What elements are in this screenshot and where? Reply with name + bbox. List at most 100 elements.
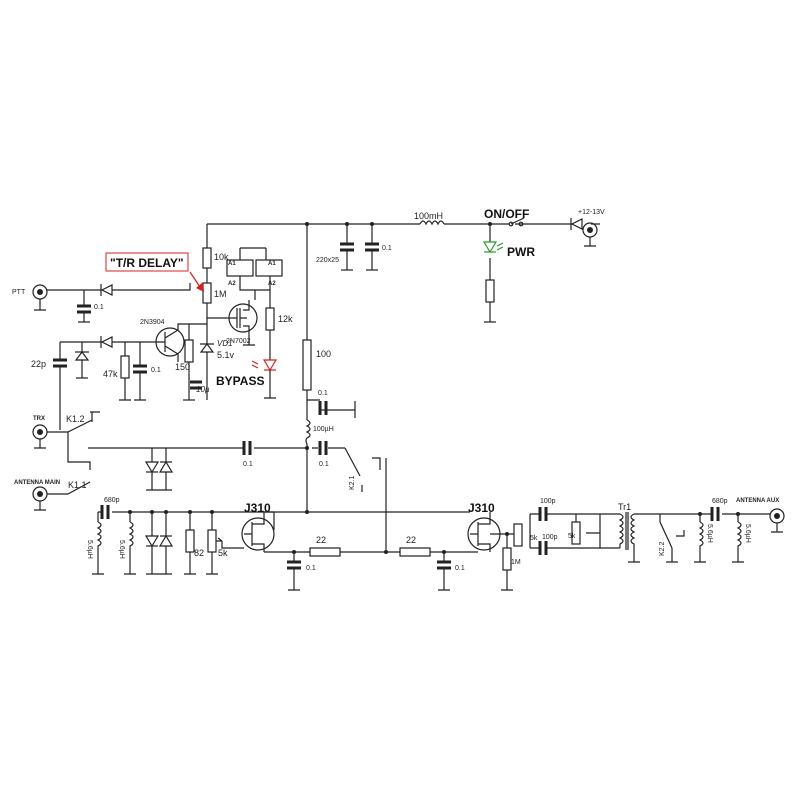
- cap-supply-01: [365, 242, 379, 271]
- cap-22p: [53, 358, 67, 368]
- cap-k21-01: [318, 441, 328, 455]
- tr-delay-box: [105, 252, 189, 272]
- bypass-label: BYPASS: [216, 374, 264, 388]
- pot-5k-b: [571, 521, 581, 545]
- pot-5k-left: [207, 529, 217, 553]
- l-100mh-label: 100mH: [414, 211, 443, 221]
- cap-j1-01: [287, 560, 301, 570]
- bypass-led: [251, 359, 278, 372]
- j310-left-label: J310: [244, 501, 271, 515]
- resistor-1m: [502, 547, 512, 571]
- vd1-value-label: 5.1v: [217, 350, 235, 360]
- k2-2-label: K2.2: [659, 541, 666, 556]
- resistor-100: [302, 339, 312, 391]
- trx-connector: [32, 424, 48, 449]
- cap-47k-01: [133, 364, 147, 374]
- c-01-mid-label: 0.1: [318, 390, 328, 397]
- r-5k-left-label: 5k: [218, 548, 228, 558]
- top-rail: [206, 223, 600, 420]
- c-100p-a-label: 100p: [540, 498, 556, 505]
- supply-diode: [570, 218, 583, 230]
- cap-220x25: [340, 242, 354, 271]
- k2-1-label: K2.1: [349, 475, 356, 490]
- inductor-56uh-4: [732, 521, 744, 563]
- inductor-56uh-2: [124, 521, 136, 575]
- cap-100p-a: [538, 507, 548, 521]
- c-100p-b-label: 100p: [542, 534, 558, 541]
- l-56uh-1-label: 5.6µH: [86, 540, 93, 559]
- supply-label: +12-13V: [578, 209, 605, 216]
- trx-label: TRX: [33, 416, 45, 422]
- c-01-trx-label: 0.1: [243, 461, 253, 468]
- r-5k-a-label: 5k: [530, 535, 538, 542]
- r-5k-b-label: 5k: [568, 533, 576, 540]
- pwr-label: PWR: [507, 245, 535, 259]
- resistor-22-left: [309, 547, 341, 557]
- cap-j2-01: [437, 560, 451, 570]
- c-220x25-label: 220x25: [316, 257, 339, 264]
- transistor-2n3904: [140, 323, 207, 362]
- r-1m-label: 1M: [511, 559, 521, 566]
- c-22p-label: 22p: [31, 359, 46, 369]
- power-switch: [508, 217, 525, 227]
- limiter-diodes-bottom: [144, 534, 174, 548]
- relay-a1-label-1: A1: [228, 261, 236, 267]
- c-01-j1-label: 0.1: [306, 565, 316, 572]
- relay-k2-2: [659, 514, 685, 563]
- r-100-label: 100: [316, 349, 331, 359]
- r-12k-label: 12k: [278, 314, 293, 324]
- r-1m-pot-label: 1M: [214, 289, 227, 299]
- k1-2-label: K1.2: [66, 414, 85, 424]
- c-01-supply-label: 0.1: [382, 245, 392, 252]
- detector-diode: [100, 336, 113, 348]
- inductor-56uh-1: [92, 521, 104, 575]
- c-01-j2-label: 0.1: [455, 565, 465, 572]
- antenna-aux-label: ANTENNA AUX: [736, 498, 779, 504]
- resistor-10k: [202, 247, 212, 269]
- ptt-connector: [32, 284, 48, 311]
- cap-10u: [190, 380, 202, 390]
- cap-680p-right: [710, 507, 720, 521]
- jfet-j310-right: [467, 512, 501, 552]
- pot-1m: [202, 282, 212, 304]
- resistor-12k: [265, 307, 275, 331]
- choke-100uh: [305, 419, 311, 445]
- zener-vd1: [199, 340, 215, 400]
- l-100uh-label: 100µH: [313, 426, 334, 433]
- jfet-j310-left: [241, 512, 275, 552]
- r-150-label: 150: [175, 362, 190, 372]
- c-01-ptt-label: 0.1: [94, 304, 104, 311]
- r-22-right-label: 22: [406, 535, 416, 545]
- limiter-diodes-top: [144, 460, 174, 474]
- tr-delay-label: "T/R DELAY": [110, 256, 184, 270]
- tr1-label: Tr1: [618, 502, 631, 512]
- cap-100p-b: [538, 541, 548, 555]
- cap-mid-01: [318, 401, 328, 415]
- vd1-label: VD1: [217, 339, 233, 348]
- inductor-100mh: [419, 220, 445, 226]
- supply-connector: [582, 222, 598, 247]
- r-22-left-label: 22: [316, 535, 326, 545]
- c-01-47k-label: 0.1: [151, 367, 161, 374]
- l-56uh-2-label: 5.6µH: [118, 540, 125, 559]
- transformer-tr1: [600, 512, 650, 563]
- c-680p-left-label: 680p: [104, 497, 120, 504]
- antenna-main-label: ANTENNA MAIN: [14, 480, 60, 486]
- detector-diode-shunt: [74, 351, 90, 361]
- mosfet-2n7002: [207, 300, 258, 338]
- relay-a1-label-2: A1: [268, 261, 276, 267]
- l-56uh-4-label: 5.6µH: [744, 524, 751, 543]
- relay-k1-2: [67, 411, 100, 433]
- j310-right-label: J310: [468, 501, 495, 515]
- relay-coils: [226, 247, 283, 300]
- relay-a2-label-2: A2: [268, 281, 276, 287]
- pwr-led-resistor: [485, 279, 495, 303]
- c-10u-label: 10µ: [196, 385, 210, 394]
- antenna-aux-connector: [769, 508, 785, 533]
- resistor-47k: [120, 355, 130, 379]
- ptt-label: PTT: [12, 289, 26, 296]
- q-2n3904-label: 2N3904: [140, 319, 165, 326]
- resistor-22-right: [399, 547, 431, 557]
- resistor-150: [184, 339, 194, 363]
